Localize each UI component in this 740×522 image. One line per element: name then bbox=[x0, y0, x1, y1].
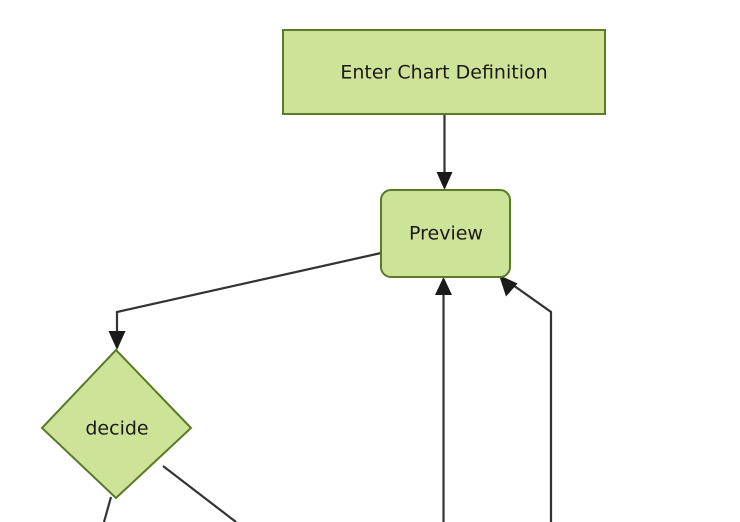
edge-preview-to-decide-line bbox=[115, 251, 382, 340]
decide-label: decide bbox=[85, 418, 148, 440]
edge-enter-to-preview bbox=[436, 114, 453, 190]
arrowhead-into-preview-bottom bbox=[435, 277, 452, 295]
node-decide[interactable]: decide bbox=[40, 348, 193, 500]
enter-chart-definition-label: Enter Chart Definition bbox=[340, 62, 547, 84]
preview-label: Preview bbox=[409, 223, 483, 245]
arrowhead-into-decide-top bbox=[108, 331, 126, 350]
edge-decide-bottom-right bbox=[162, 465, 237, 522]
node-enter-chart-definition[interactable]: Enter Chart Definition bbox=[282, 29, 606, 115]
edge-preview-to-decide bbox=[108, 251, 382, 350]
decide-shape[interactable] bbox=[40, 348, 193, 500]
arrowhead-into-preview-top bbox=[436, 172, 453, 190]
enter-chart-definition-shape[interactable] bbox=[282, 29, 606, 115]
edge-decide-bottom-right-line bbox=[162, 465, 237, 522]
edge-into-preview-right bbox=[499, 275, 553, 522]
edge-into-preview-right-line bbox=[503, 278, 553, 522]
node-preview[interactable]: Preview bbox=[380, 189, 511, 278]
arrowhead-into-preview-right bbox=[499, 275, 518, 297]
edge-decide-bottom-left bbox=[102, 496, 113, 522]
edge-into-preview-bottom bbox=[435, 277, 452, 522]
edge-decide-bottom-left-line bbox=[102, 496, 113, 522]
preview-shape[interactable] bbox=[380, 189, 511, 278]
